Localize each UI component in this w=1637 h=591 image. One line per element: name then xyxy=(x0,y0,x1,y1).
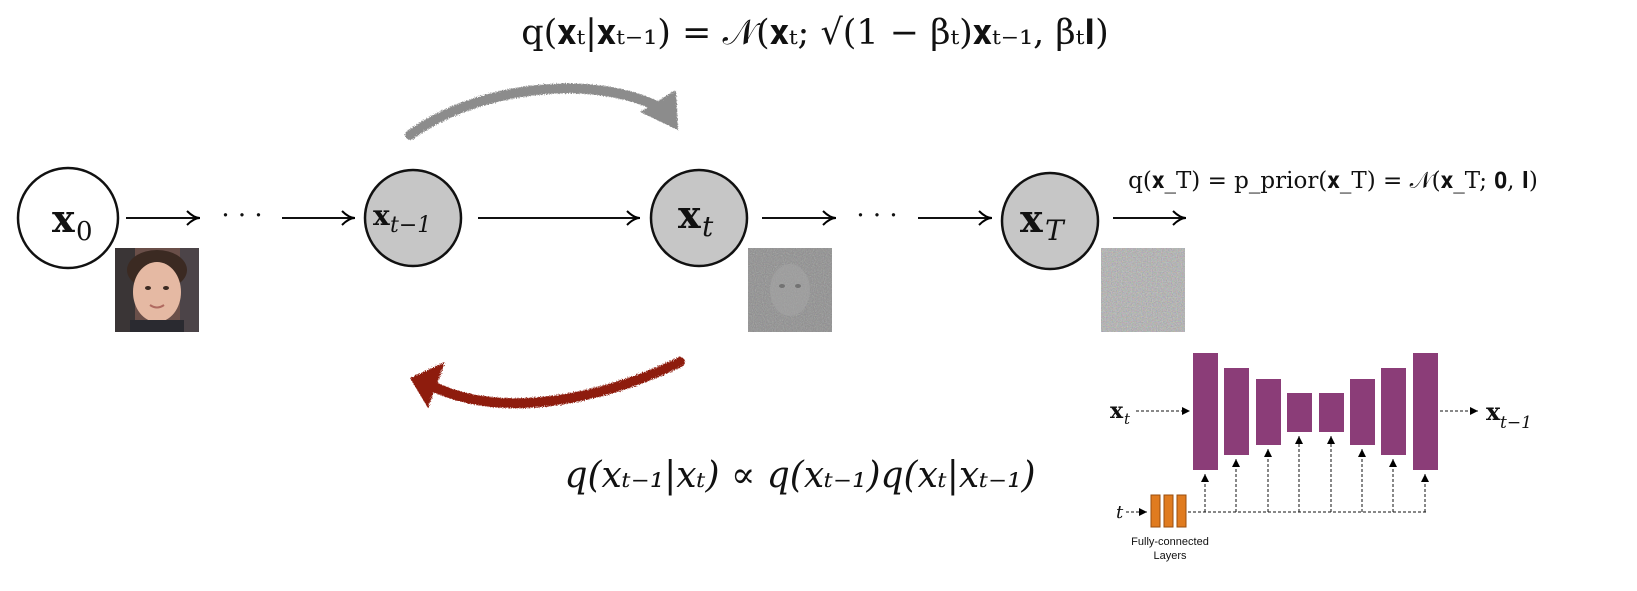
unet-output-sub: t−1 xyxy=(1500,413,1532,433)
unet-block-7 xyxy=(1381,368,1406,455)
time-embedding-bus xyxy=(1188,436,1429,513)
noisy-face-image xyxy=(748,248,832,332)
node-xT-sub: T xyxy=(1045,214,1066,247)
clean-face-image xyxy=(115,248,199,332)
unet-block-6 xyxy=(1350,379,1375,445)
ellipsis-2: · · · xyxy=(856,201,897,231)
node-xt-label: x xyxy=(678,192,701,237)
forward-equation: q(𝐱ₜ|𝐱ₜ₋₁) = 𝒩(𝐱ₜ; √(1 − βₜ)𝐱ₜ₋₁, βₜ𝐈) xyxy=(521,13,1109,53)
unet-input-label: x xyxy=(1110,398,1124,424)
pure-noise-image xyxy=(1101,248,1185,332)
unet-block-2 xyxy=(1224,368,1249,455)
reverse-equation: q(xₜ₋₁|xₜ) ∝ q(xₜ₋₁)q(xₜ|xₜ₋₁) xyxy=(564,455,1035,496)
node-x0-label: x xyxy=(52,196,75,241)
fc-layer-2 xyxy=(1163,494,1174,528)
node-xt-minus-1: x t−1 xyxy=(363,168,463,268)
fc-layer-1 xyxy=(1150,494,1161,528)
unet-block-8 xyxy=(1413,353,1438,470)
prior-equation: q(𝐱_T) = p_prior(𝐱_T) = 𝒩(𝐱_T; 𝟎, 𝐈) xyxy=(1128,168,1538,194)
fc-caption-line1: Fully-connected xyxy=(1131,536,1209,548)
forward-process-arrow xyxy=(405,83,678,140)
fc-layer-3 xyxy=(1176,494,1187,528)
node-xtm1-sub: t−1 xyxy=(390,213,431,238)
unet-diagram: x t x t−1 t Fully-connected Layers xyxy=(1110,353,1532,562)
unet-input-sub: t xyxy=(1124,410,1131,428)
unet-block-1 xyxy=(1193,353,1218,470)
node-xt: x t xyxy=(649,168,749,268)
reverse-process-arrow xyxy=(410,357,685,409)
unet-block-5 xyxy=(1319,393,1344,432)
node-x0: x 0 xyxy=(16,166,120,270)
ellipsis-1: · · · xyxy=(221,201,262,231)
node-x0-sub: 0 xyxy=(76,217,93,247)
node-xT: x T xyxy=(1000,171,1100,271)
unet-time-label: t xyxy=(1116,502,1124,523)
unet-block-4 xyxy=(1287,393,1312,432)
node-xtm1-label: x xyxy=(373,199,390,232)
fc-caption-line2: Layers xyxy=(1153,550,1187,562)
node-xT-label: x xyxy=(1020,196,1043,241)
unet-output-label: x xyxy=(1486,397,1501,426)
node-xt-sub: t xyxy=(702,210,714,243)
unet-block-3 xyxy=(1256,379,1281,445)
